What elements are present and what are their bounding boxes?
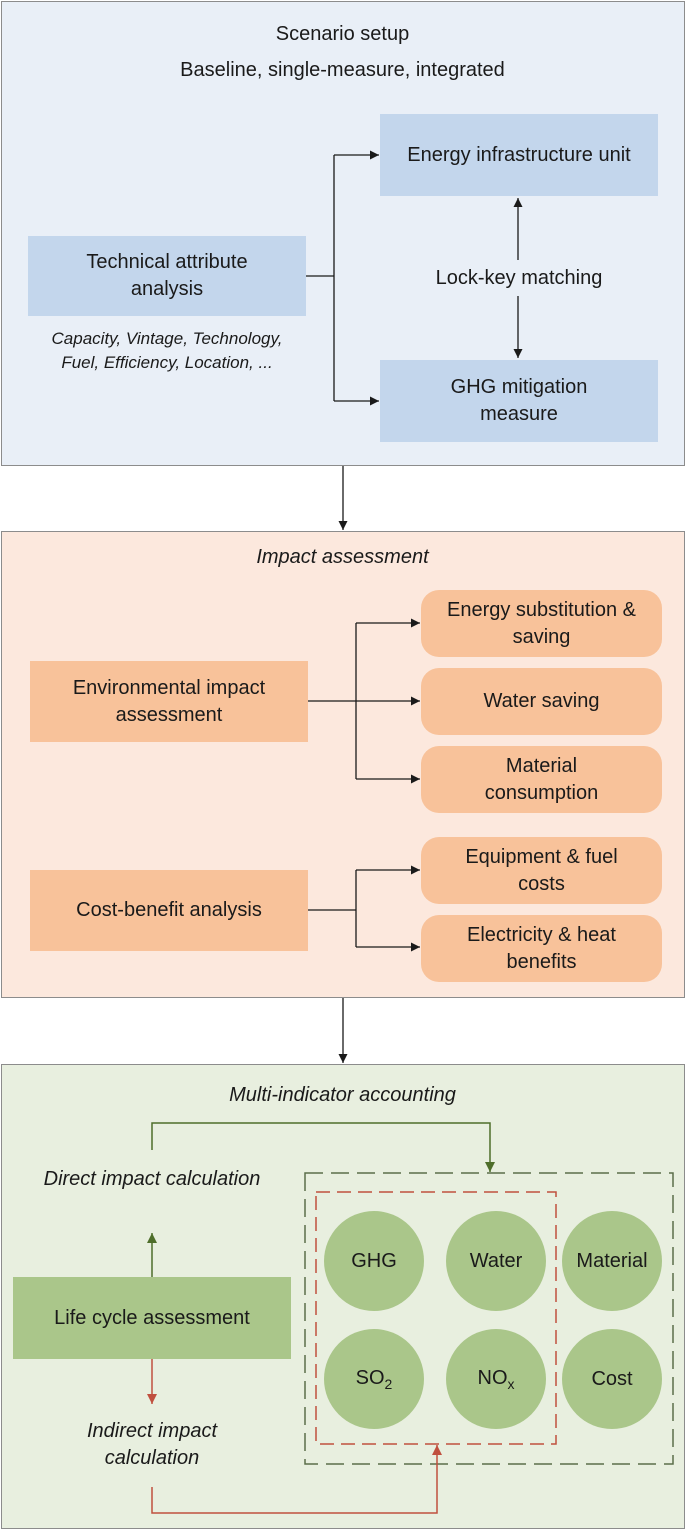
arrow-indirect-to-indicators <box>151 1445 442 1514</box>
life-cycle-assessment-box: Life cycle assessment <box>13 1277 291 1359</box>
environmental-impact-box: Environmental impact assessment <box>30 661 308 742</box>
energy-infrastructure-box: Energy infrastructure unit <box>380 114 658 196</box>
technical-attribute-box: Technical attribute analysis <box>28 236 306 316</box>
lock-key-matching-label: Lock-key matching <box>400 265 638 292</box>
indicator-water: Water <box>446 1211 546 1311</box>
output-material-consumption: Material consumption <box>421 746 662 813</box>
environmental-indicators-dashed-box <box>315 1191 557 1445</box>
indicator-nox: NOx <box>446 1329 546 1429</box>
output-equipment-fuel-costs: Equipment & fuel costs <box>421 837 662 904</box>
indicator-ghg: GHG <box>324 1211 424 1311</box>
attributes-line-1: Capacity, Vintage, Technology, <box>51 329 283 348</box>
output-electricity-heat-benefits: Electricity & heat benefits <box>421 915 662 982</box>
direct-impact-label: Direct impact calculation <box>43 1168 261 1190</box>
scenario-setup-title: Scenario setup <box>275 23 410 45</box>
indicator-cost: Cost <box>562 1329 662 1429</box>
indicator-so2: SO2 <box>324 1329 424 1429</box>
indicator-material: Material <box>562 1211 662 1311</box>
multi-indicator-title: Multi-indicator accounting <box>229 1084 456 1106</box>
cost-benefit-box: Cost-benefit analysis <box>30 870 308 951</box>
scenario-setup-subtitle: Baseline, single-measure, integrated <box>180 59 505 81</box>
output-water-saving: Water saving <box>421 668 662 735</box>
ghg-mitigation-box: GHG mitigation measure <box>380 360 658 442</box>
output-energy-substitution: Energy substitution & saving <box>421 590 662 657</box>
attributes-line-2: Fuel, Efficiency, Location, ... <box>61 353 273 372</box>
all-indicators-dashed-box <box>304 1172 674 1465</box>
impact-assessment-title: Impact assessment <box>256 546 429 568</box>
indirect-impact-label: Indirect impact calculation <box>86 1420 218 1469</box>
arrow-direct-to-indicators <box>151 1122 495 1172</box>
